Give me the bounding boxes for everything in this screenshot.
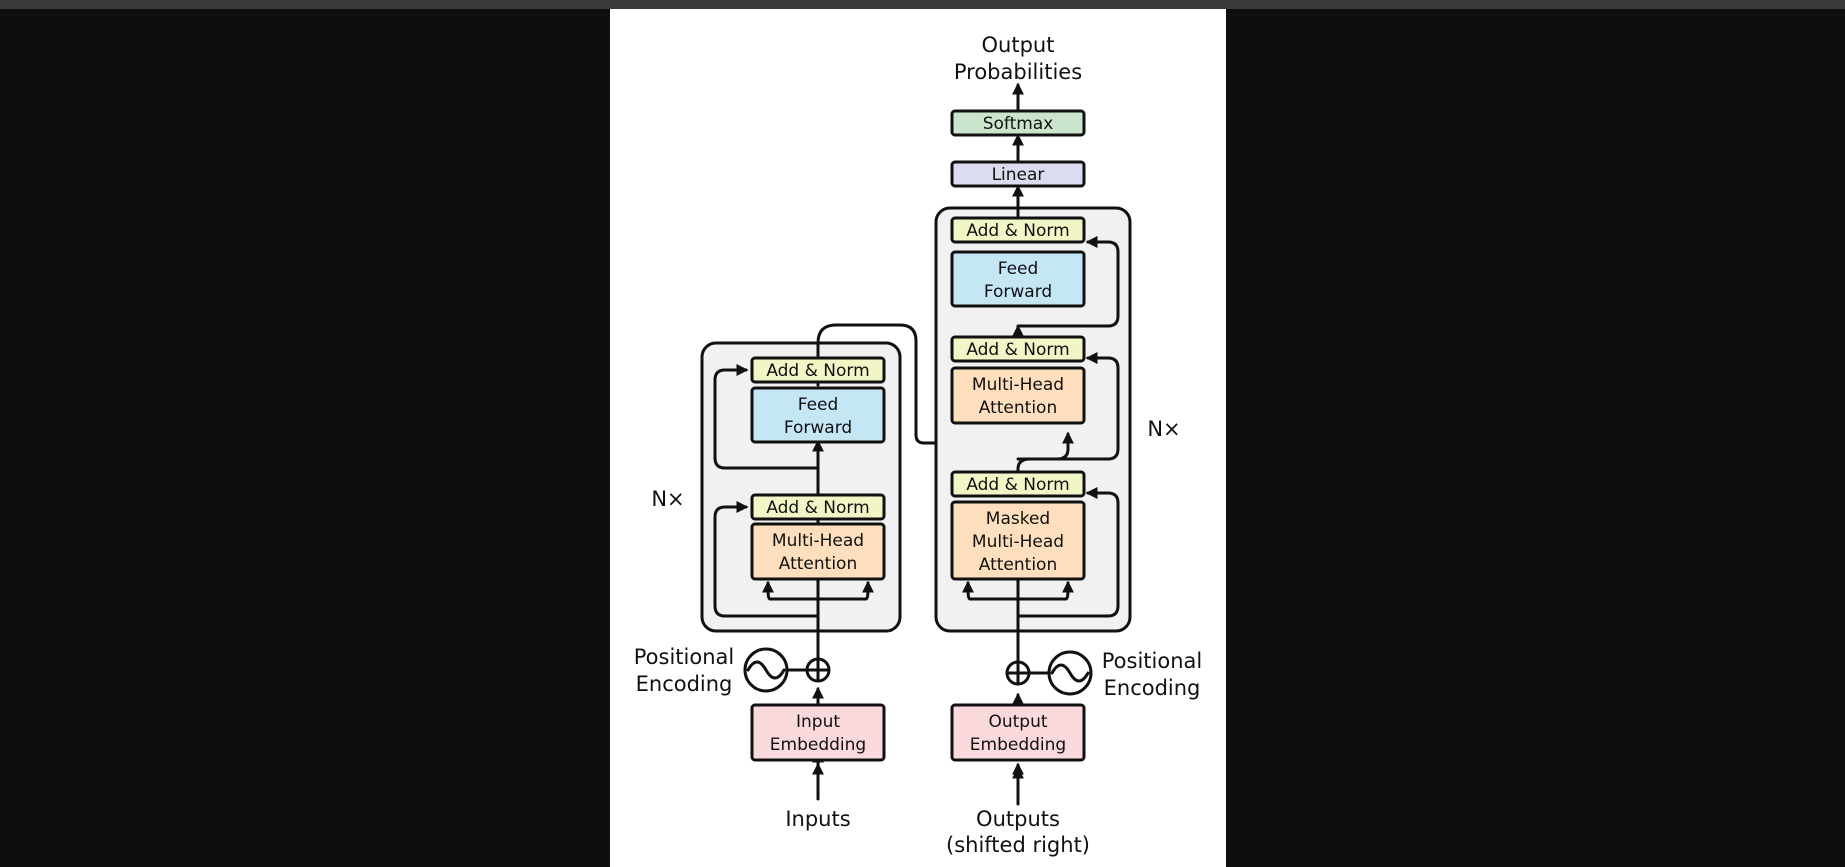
decoder-ff-label-1: Feed xyxy=(998,259,1039,279)
encoder-ff-label-1: Feed xyxy=(798,395,839,415)
decoder-add-norm-top-label: Add & Norm xyxy=(966,221,1069,241)
inputs-label: Inputs xyxy=(785,807,850,831)
decoder-feed-forward xyxy=(950,250,1086,308)
decoder-masked-mha-label-2: Multi-Head xyxy=(972,532,1064,552)
decoder-mha-label-1: Multi-Head xyxy=(972,375,1064,395)
input-embedding-label-1: Input xyxy=(796,712,840,732)
encoder-mha-label-2: Attention xyxy=(779,554,857,574)
encoder-feed-forward xyxy=(750,386,886,444)
encoder-attn-fan-in xyxy=(762,580,820,601)
encoder-adder-icon xyxy=(805,657,831,683)
linear-label: Linear xyxy=(992,165,1045,185)
softmax-box xyxy=(950,109,1086,137)
encoder-pos-enc-label-1: Positional xyxy=(634,645,734,669)
decoder-mha-label-2: Attention xyxy=(979,398,1057,418)
decoder-masked-mha-label-3: Attention xyxy=(979,555,1057,575)
encoder-stack xyxy=(700,341,902,633)
outputs-label-2: (shifted right) xyxy=(946,833,1090,857)
output-embedding-label-1: Output xyxy=(988,712,1047,732)
decoder-masked-attn-fan-in xyxy=(962,580,1020,601)
decoder-masked-multi-head-attention xyxy=(950,500,1086,581)
diagram-canvas: Add & Norm Feed Forward Add & Norm Multi… xyxy=(610,9,1226,867)
output-probabilities-label-2: Probabilities xyxy=(954,60,1082,84)
decoder-ff-label-2: Forward xyxy=(984,282,1052,302)
output-probabilities-label-1: Output xyxy=(982,33,1055,57)
decoder-masked-mha-label-1: Masked xyxy=(986,509,1050,529)
encoder-nx-label: N× xyxy=(651,487,684,511)
decoder-pos-enc-label-1: Positional xyxy=(1102,649,1202,673)
decoder-output-embedding xyxy=(950,703,1086,762)
encoder-ff-label-2: Forward xyxy=(784,418,852,438)
encoder-add-norm-bottom xyxy=(750,493,886,521)
decoder-residual-1 xyxy=(1016,487,1120,618)
decoder-residual-2 xyxy=(1016,352,1120,461)
decoder-adder-icon xyxy=(1005,660,1031,686)
decoder-nx-label: N× xyxy=(1147,417,1180,441)
encoder-residual-2 xyxy=(713,364,820,470)
decoder-add-norm-middle-label: Add & Norm xyxy=(966,340,1069,360)
input-embedding-label-2: Embedding xyxy=(770,735,866,755)
decoder-add-norm-middle xyxy=(950,335,1086,363)
encoder-mha-label-1: Multi-Head xyxy=(772,531,864,551)
encoder-multi-head-attention xyxy=(750,522,886,581)
output-embedding-label-2: Embedding xyxy=(970,735,1066,755)
softmax-label: Softmax xyxy=(983,114,1054,134)
encoder-pos-enc-label-2: Encoding xyxy=(636,672,733,696)
encoder-add-norm-top-label: Add & Norm xyxy=(766,361,869,381)
decoder-add-norm-bottom-label: Add & Norm xyxy=(966,475,1069,495)
encoder-input-embedding xyxy=(750,703,886,762)
decoder-add-norm-top xyxy=(950,216,1086,244)
decoder-multi-head-attention xyxy=(950,366,1086,425)
encoder-output-connection xyxy=(816,323,1112,445)
linear-box xyxy=(950,160,1086,188)
decoder-residual-3 xyxy=(1016,236,1120,328)
encoder-residual-1 xyxy=(713,501,820,618)
outputs-label-1: Outputs xyxy=(976,807,1060,831)
window-top-bar xyxy=(0,0,1845,9)
decoder-pos-enc-label-2: Encoding xyxy=(1104,676,1201,700)
encoder-sine-wave-icon xyxy=(743,647,789,693)
encoder-add-norm-top xyxy=(750,356,886,384)
decoder-add-norm-bottom xyxy=(950,470,1086,498)
encoder-add-norm-bottom-label: Add & Norm xyxy=(766,498,869,518)
decoder-sine-wave-icon xyxy=(1047,650,1093,696)
